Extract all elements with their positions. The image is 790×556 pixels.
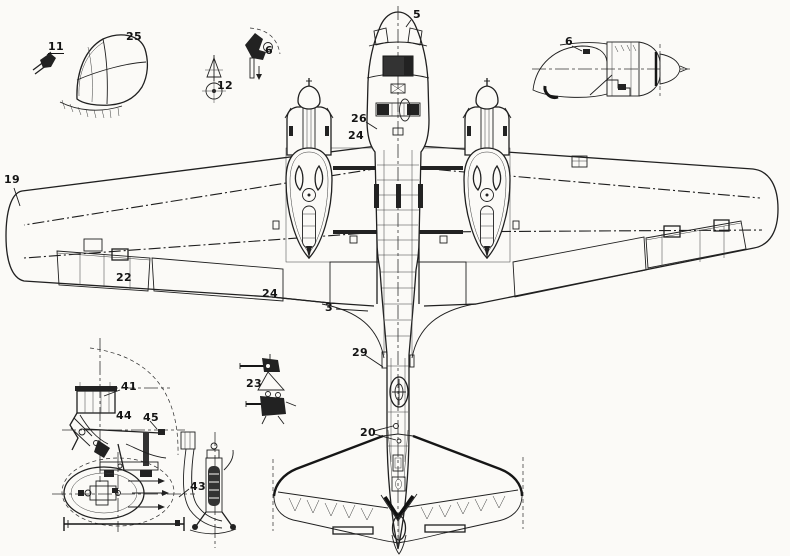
callout-label: 24 (348, 129, 365, 142)
elevator-tab (332, 526, 374, 535)
detail-turret-plan (52, 452, 195, 532)
left-wing (5, 145, 378, 309)
detail-turret-side (62, 338, 185, 482)
dorsal-turret (389, 376, 409, 408)
callout-label: 26 (351, 112, 368, 125)
callout-label: 20 (360, 426, 377, 439)
callout-label: 22 (116, 271, 133, 284)
wing-spars (23, 167, 763, 259)
callout-label: 45 (143, 411, 160, 424)
detail-mg-23 (239, 354, 297, 425)
detail-gunsight-12 (202, 55, 226, 103)
left-flap (151, 257, 284, 302)
detail-scale-bar (63, 517, 185, 531)
callout-label: 43 (190, 480, 207, 493)
wing-hatch (571, 155, 588, 168)
magazine-top (75, 386, 117, 391)
right-nacelle (462, 78, 512, 259)
nose-windows (373, 27, 423, 46)
detail-engine-side-6 (532, 41, 692, 99)
left-spinner (297, 85, 321, 110)
callout-label: 6 (565, 35, 574, 48)
detail-ammo-chute-43 (180, 431, 237, 548)
leader-lines (13, 19, 583, 498)
right-spinner (475, 85, 499, 110)
right-aileron (645, 219, 747, 269)
elevator-tab (424, 524, 466, 533)
right-wing (418, 145, 779, 309)
callout-label: 11 (48, 40, 65, 54)
callout-label: 29 (352, 346, 369, 359)
callout-label: 41 (121, 380, 138, 393)
callout-label: 25 (126, 30, 143, 43)
left-aileron (56, 238, 151, 292)
right-flap (512, 236, 647, 298)
left-nacelle (284, 78, 334, 259)
callout-label: 12 (217, 79, 234, 92)
main-topview (5, 6, 779, 555)
tailplane (272, 429, 524, 544)
callout-label: 23 (246, 377, 263, 390)
callout-label: 6 (265, 44, 274, 57)
detail-canopy-25 (59, 34, 149, 119)
callout-label: 24 (262, 287, 279, 300)
callout-label: 44 (116, 409, 133, 422)
callout-label: 5 (413, 8, 422, 21)
callout-label: 19 (4, 173, 21, 186)
fin-rudder (380, 476, 418, 555)
magazine-box-41 (76, 390, 116, 414)
detail-nose-gun-6 (245, 27, 281, 80)
fuselage (321, 6, 475, 553)
callout-label: 3 (325, 301, 334, 314)
